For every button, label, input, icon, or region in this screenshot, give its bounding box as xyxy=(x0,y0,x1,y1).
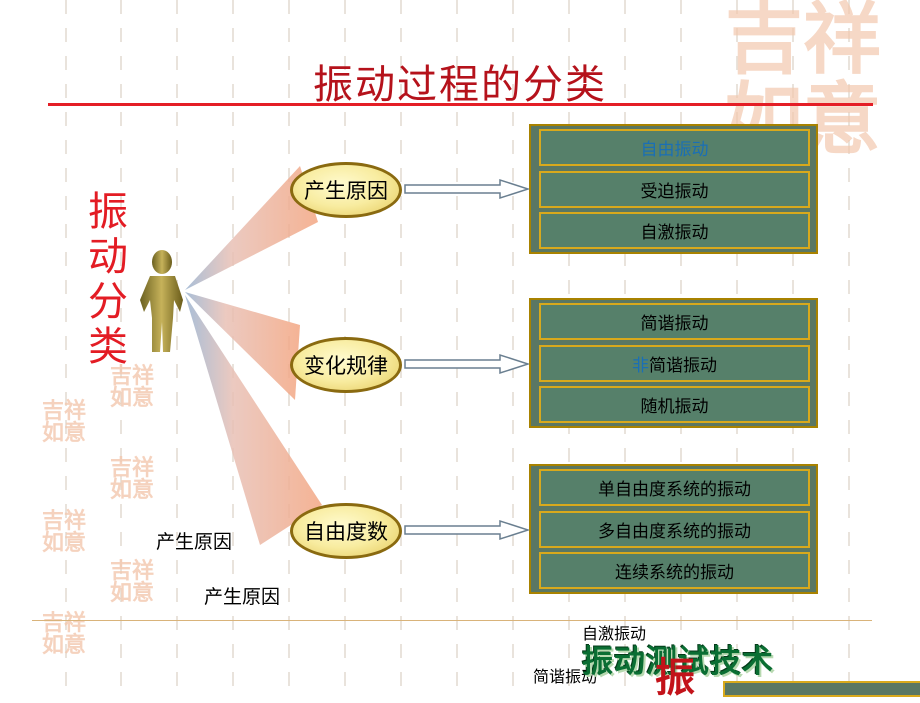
decorative-seal: 吉祥如意 xyxy=(42,508,87,556)
brand-wordmark: 振动测试技术 xyxy=(582,644,774,680)
item-cell[interactable]: 受迫振动 xyxy=(539,171,810,208)
category-node-law[interactable]: 变化规律 xyxy=(290,337,402,393)
brand-accent-char: 振 xyxy=(655,655,695,701)
footer-divider xyxy=(32,620,872,621)
item-text: 自由振动 xyxy=(640,140,709,160)
stray-label: 自激振动 xyxy=(582,624,647,643)
item-text: 多自由度系统的振动 xyxy=(598,522,751,542)
item-cell[interactable]: 非简谐振动 xyxy=(539,345,810,382)
item-cell[interactable]: 自由振动 xyxy=(539,129,810,166)
vertical-title: 振 动 分 类 xyxy=(88,190,138,370)
decorative-seal: 吉祥如意 xyxy=(42,610,87,658)
decorative-seal: 吉祥如意 xyxy=(42,398,87,446)
vertical-title-char: 动 xyxy=(88,234,128,280)
vertical-title-char: 分 xyxy=(88,279,128,325)
item-box-cause: 自由振动 受迫振动 自激振动 xyxy=(529,124,818,254)
bg-dash-line xyxy=(400,0,402,690)
item-text: 简谐振动 xyxy=(649,356,717,376)
item-text: 简谐振动 xyxy=(640,314,709,334)
category-label: 变化规律 xyxy=(304,354,388,378)
item-cell[interactable]: 连续系统的振动 xyxy=(539,552,810,589)
title-divider xyxy=(48,103,873,106)
bg-dash-line xyxy=(65,0,67,690)
spotlight-beam xyxy=(185,295,322,545)
item-box-partial xyxy=(723,681,920,697)
bg-dash-line xyxy=(120,0,122,690)
category-label: 自由度数 xyxy=(304,520,388,544)
item-cell[interactable]: 自激振动 xyxy=(539,212,810,249)
stray-label: 简谐振动 xyxy=(533,667,598,686)
decorative-seal: 吉祥如意 xyxy=(110,363,155,411)
item-text: 受迫振动 xyxy=(640,182,709,202)
bg-dash-line xyxy=(176,0,178,690)
spotlight-beam xyxy=(185,166,318,290)
item-cell[interactable]: 多自由度系统的振动 xyxy=(539,511,810,548)
item-cell[interactable]: 单自由度系统的振动 xyxy=(539,469,810,506)
item-box-law: 简谐振动 非简谐振动 随机振动 xyxy=(529,298,818,428)
item-text-accent: 非 xyxy=(632,356,649,376)
item-cell[interactable]: 简谐振动 xyxy=(539,303,810,340)
item-text: 单自由度系统的振动 xyxy=(598,480,751,500)
category-node-dof[interactable]: 自由度数 xyxy=(290,503,402,559)
bg-dash-line xyxy=(456,0,458,690)
stray-label: 产生原因 xyxy=(156,531,233,553)
slide-title: 振动过程的分类 xyxy=(313,62,607,108)
category-label: 产生原因 xyxy=(304,179,388,203)
decorative-seal: 吉祥如意 xyxy=(110,558,155,606)
bg-dash-line xyxy=(232,0,234,690)
stray-label: 产生原因 xyxy=(204,586,281,608)
vertical-title-char: 振 xyxy=(88,189,128,235)
bg-dash-line xyxy=(848,0,850,690)
person-icon xyxy=(140,250,183,352)
item-cell[interactable]: 随机振动 xyxy=(539,386,810,423)
item-text: 随机振动 xyxy=(640,397,709,417)
item-text: 自激振动 xyxy=(640,223,709,243)
item-box-dof: 单自由度系统的振动 多自由度系统的振动 连续系统的振动 xyxy=(529,464,818,594)
item-text: 连续系统的振动 xyxy=(615,563,734,583)
decorative-seal: 吉祥如意 xyxy=(110,455,155,503)
vertical-title-char: 类 xyxy=(88,324,128,370)
arrow-icon xyxy=(404,178,531,541)
bg-dash-line xyxy=(512,0,514,690)
spotlight-beam xyxy=(185,292,300,400)
category-node-cause[interactable]: 产生原因 xyxy=(290,162,402,218)
